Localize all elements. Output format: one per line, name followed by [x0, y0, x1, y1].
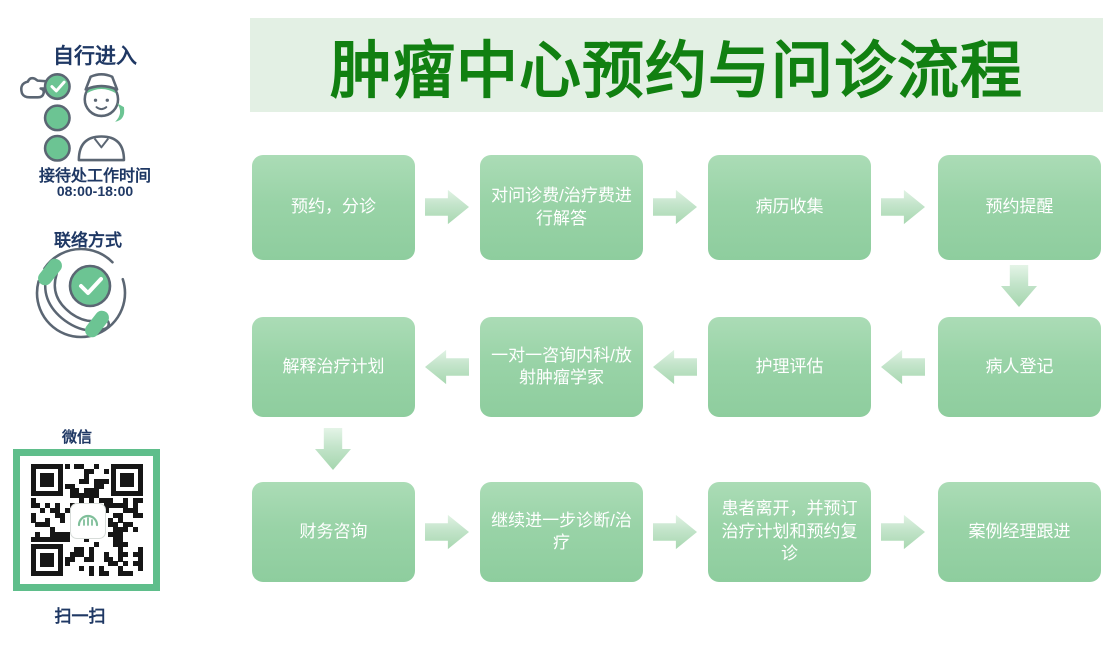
flow-step-box: 解释治疗计划 [252, 317, 415, 417]
arch-logo-icon [69, 503, 106, 539]
reception-hours-value: 08:00-18:00 [56, 183, 134, 199]
qr-pattern [30, 464, 143, 577]
flow-step-box: 继续进一步诊断/治疗 [480, 482, 643, 582]
scan-label: 扫一扫 [54, 607, 106, 626]
qr-finder-icon [110, 464, 143, 496]
wechat-title: 微信 [61, 429, 92, 446]
arrow-right-icon [425, 189, 469, 225]
phone-check-icon [35, 247, 127, 339]
arrow-right-icon [425, 514, 469, 550]
flow-step-box: 护理评估 [708, 317, 871, 417]
reception-hours-label: 接待处工作时间 [38, 168, 151, 185]
flow-step-box: 财务咨询 [252, 482, 415, 582]
page-title: 肿瘤中心预约与问诊流程 [329, 37, 1023, 106]
arrow-right-icon [881, 189, 925, 225]
arrow-right-icon [653, 514, 697, 550]
qr-finder-icon [30, 544, 63, 576]
nurse-checklist-icon [20, 73, 126, 162]
contact-title: 联络方式 [54, 231, 122, 250]
flow-step-box: 案例经理跟进 [938, 482, 1101, 582]
title-band: 肿瘤中心预约与问诊流程 [250, 18, 1103, 112]
flow-step-box: 对问诊费/治疗费进行解答 [480, 155, 643, 260]
sidebar: 自行进入 接待处工作时间 08:00-18:00 联络方式 [0, 0, 250, 653]
flow-step-box: 病历收集 [708, 155, 871, 260]
arrow-left-icon [653, 349, 697, 385]
flow-step-box: 一对一咨询内科/放射肿瘤学家 [480, 317, 643, 417]
flow-step-box: 患者离开，并预订治疗计划和预约复诊 [708, 482, 871, 582]
self-entry-title: 自行进入 [53, 45, 137, 68]
arrow-right-icon [881, 514, 925, 550]
arrow-down-icon [315, 428, 351, 470]
arrow-left-icon [881, 349, 925, 385]
arrow-right-icon [653, 189, 697, 225]
qr-finder-icon [30, 464, 63, 496]
flow-step-box: 预约提醒 [938, 155, 1101, 260]
flow-step-box: 病人登记 [938, 317, 1101, 417]
flow-step-box: 预约，分诊 [252, 155, 415, 260]
arrow-down-icon [1001, 265, 1037, 307]
arrow-left-icon [425, 349, 469, 385]
qr-code [13, 449, 160, 591]
